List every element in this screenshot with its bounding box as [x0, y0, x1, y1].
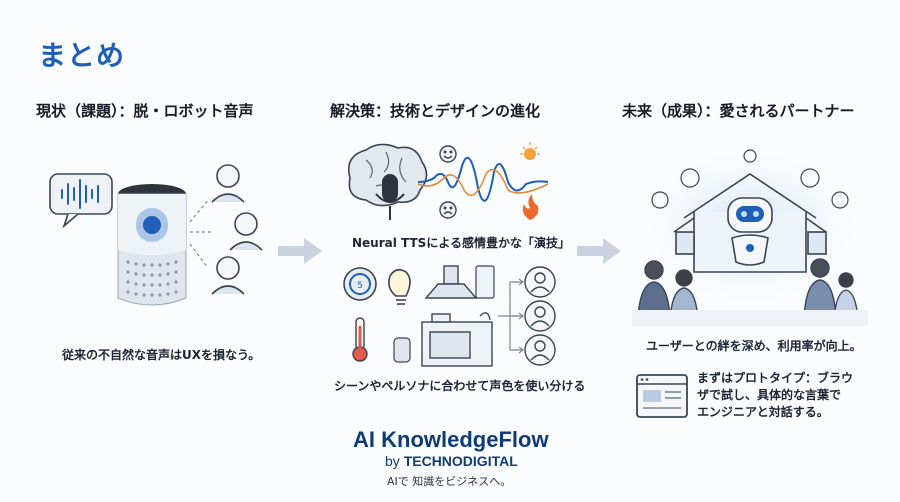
- solution-caption-bottom: シーンやペルソナに合わせて声色を使い分ける: [334, 379, 586, 393]
- sad-face-icon: [439, 201, 457, 219]
- svg-text:5: 5: [357, 281, 363, 291]
- current-caption: 従来の不自然な音声はUXを損なう。: [62, 348, 261, 362]
- column-heading-future: 未来（成果）：愛されるパートナー: [622, 102, 855, 120]
- page-title: まとめ: [38, 39, 126, 72]
- neural-tts-illustration: [347, 142, 549, 220]
- brand-name-prefix: AI: [353, 427, 382, 452]
- user-avatar-icon: [524, 266, 556, 366]
- next-step-note: まずはプロトタイプ：ブラウ ザで試し、具体的な言葉で エンジニアと対話する。: [697, 370, 853, 421]
- persona-voice-illustration: 5: [343, 265, 556, 367]
- happy-face-icon: [439, 145, 457, 163]
- brand-name: AI KnowledgeFlow: [353, 427, 549, 453]
- fire-icon: [522, 194, 539, 220]
- robot-icon: [727, 197, 773, 266]
- thermometer-icon: [352, 317, 368, 362]
- lightbulb-icon: [520, 142, 540, 160]
- future-illustration: [632, 149, 868, 326]
- brand-by-prefix: by: [385, 453, 404, 469]
- sound-wave-icon: [417, 156, 549, 202]
- brand-name-main: KnowledgeFlow: [381, 427, 549, 452]
- column-heading-solution: 解決策：技術とデザインの進化: [330, 102, 541, 120]
- note-line: ザで試し、具体的な言葉で: [697, 388, 842, 402]
- future-caption: ユーザーとの絆を深め、利用率が向上。: [646, 339, 862, 353]
- note-line: エンジニアと対話する。: [697, 405, 829, 419]
- thermostat-icon: 5: [343, 267, 377, 301]
- solution-caption-top: Neural TTSによる感情豊かな「演技」: [352, 236, 570, 250]
- range-hood-icon: [424, 265, 478, 299]
- arrow-right-icon: [278, 238, 322, 264]
- note-line: まずはプロトタイプ：ブラウ: [697, 371, 854, 385]
- arrow-right-icon: [577, 238, 621, 264]
- browser-window-icon: [636, 374, 688, 418]
- kitchen-stove-icon: [421, 312, 493, 367]
- current-state-illustration: [49, 164, 263, 306]
- lightbulb-icon: [388, 268, 411, 305]
- brand-tagline: AIで 知識をビジネスへ。: [387, 475, 512, 488]
- column-heading-current: 現状（課題）：脱・ロボット音声: [36, 102, 254, 120]
- user-avatar-icon: [211, 164, 263, 295]
- smart-speaker-icon: [117, 184, 187, 306]
- brand-byline: by TECHNODIGITAL: [385, 453, 518, 469]
- speech-bubble-waveform-icon: [49, 173, 113, 229]
- microphone-icon: [375, 174, 405, 220]
- brand-company: TECHNODIGITAL: [403, 453, 518, 469]
